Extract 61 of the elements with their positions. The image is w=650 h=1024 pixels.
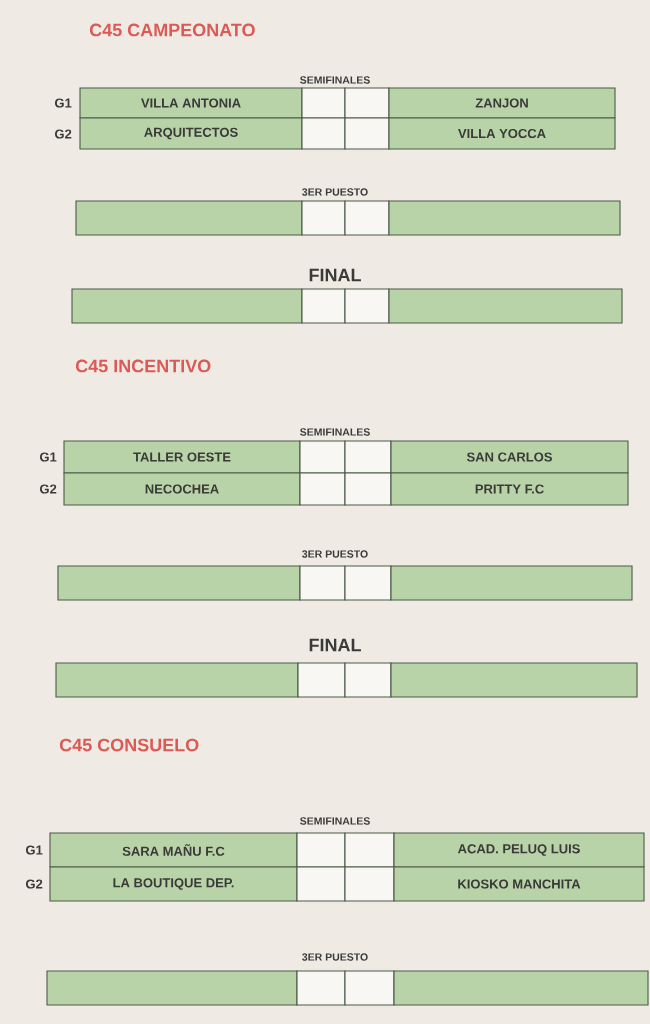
score-field bbox=[344, 565, 392, 601]
score-field bbox=[344, 288, 390, 324]
score-field bbox=[344, 866, 395, 902]
round-heading: SEMIFINALES bbox=[300, 76, 370, 84]
team-field bbox=[390, 565, 633, 601]
team-cell: ARQUITECTOS bbox=[79, 117, 303, 150]
team-cell: KIOSKO MANCHITA bbox=[393, 866, 645, 902]
team-cell: PRITTY F.C bbox=[390, 472, 629, 506]
score-field bbox=[296, 970, 346, 1006]
team-field bbox=[46, 970, 298, 1006]
game-label: G2 bbox=[55, 129, 72, 139]
team-field bbox=[393, 970, 649, 1006]
round-heading: 3ER PUESTO bbox=[302, 953, 368, 961]
round-heading: FINAL bbox=[309, 268, 361, 282]
score-field bbox=[296, 866, 346, 902]
team-field bbox=[390, 662, 638, 698]
team-cell: ZANJON bbox=[388, 87, 616, 119]
team-cell: VILLA ANTONIA bbox=[79, 87, 303, 119]
game-label: G2 bbox=[40, 484, 57, 494]
score-field bbox=[344, 87, 390, 119]
round-heading: FINAL bbox=[309, 638, 361, 652]
team-field bbox=[71, 288, 303, 324]
score-field bbox=[301, 117, 346, 150]
score-field bbox=[301, 288, 346, 324]
team-field bbox=[388, 288, 623, 324]
round-heading: 3ER PUESTO bbox=[302, 188, 368, 196]
team-cell: LA BOUTIQUE DEP. bbox=[49, 866, 298, 902]
team-field bbox=[75, 200, 303, 236]
score-field bbox=[344, 200, 390, 236]
score-field bbox=[296, 832, 346, 868]
score-field bbox=[301, 87, 346, 119]
game-label: G2 bbox=[26, 879, 43, 889]
round-heading: SEMIFINALES bbox=[300, 817, 370, 825]
score-field bbox=[344, 440, 392, 474]
score-field bbox=[344, 970, 395, 1006]
team-cell: SARA MAÑU F.C bbox=[49, 832, 298, 868]
team-cell: TALLER OESTE bbox=[63, 440, 301, 474]
score-field bbox=[344, 472, 392, 506]
round-heading: SEMIFINALES bbox=[300, 428, 370, 436]
team-field bbox=[57, 565, 301, 601]
section-title: C45 CONSUELO bbox=[59, 738, 199, 752]
score-field bbox=[344, 832, 395, 868]
score-field bbox=[299, 472, 346, 506]
team-cell: ACAD. PELUQ LUIS bbox=[393, 832, 645, 868]
score-field bbox=[301, 200, 346, 236]
game-label: G1 bbox=[26, 845, 43, 855]
section-title: C45 CAMPEONATO bbox=[89, 23, 255, 37]
score-field bbox=[344, 662, 392, 698]
score-field bbox=[297, 662, 346, 698]
game-label: G1 bbox=[55, 98, 72, 108]
team-cell: VILLA YOCCA bbox=[388, 117, 616, 150]
score-field bbox=[299, 440, 346, 474]
game-label: G1 bbox=[40, 452, 57, 462]
team-cell: SAN CARLOS bbox=[390, 440, 629, 474]
team-field bbox=[388, 200, 621, 236]
round-heading: 3ER PUESTO bbox=[302, 550, 368, 558]
team-field bbox=[55, 662, 299, 698]
team-cell: NECOCHEA bbox=[63, 472, 301, 506]
score-field bbox=[299, 565, 346, 601]
score-field bbox=[344, 117, 390, 150]
section-title: C45 INCENTIVO bbox=[75, 359, 211, 373]
